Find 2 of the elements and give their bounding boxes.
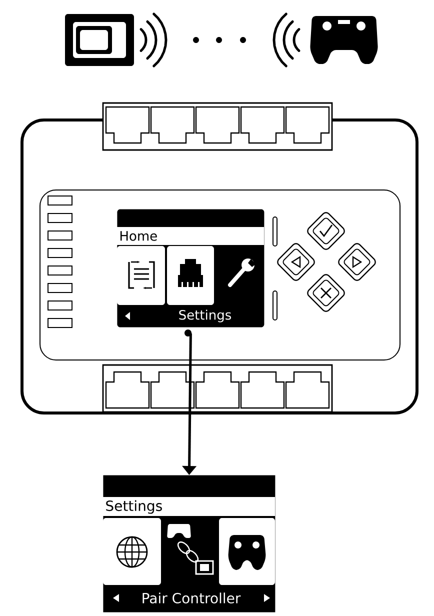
menu-screen: Home Settings xyxy=(117,209,264,328)
menu-screen: Settings Pair Controller xyxy=(103,475,276,612)
